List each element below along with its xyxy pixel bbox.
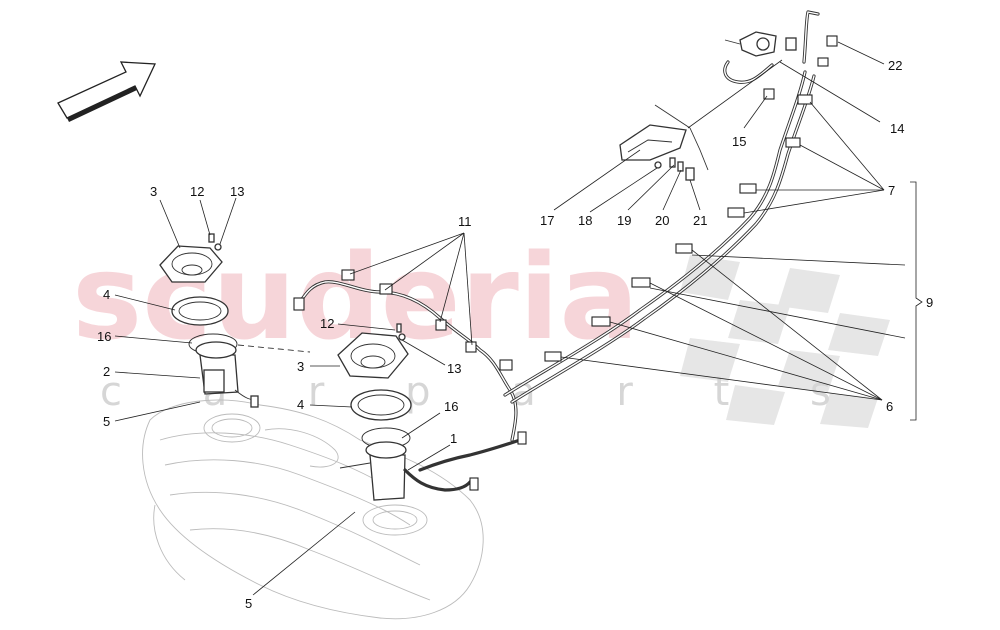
callout-2: 2 (103, 364, 110, 379)
callout-17: 17 (540, 213, 554, 228)
callout-4-center: 4 (297, 397, 304, 412)
line-clips (293, 35, 838, 491)
callout-4-left: 4 (103, 287, 110, 302)
callout-18: 18 (578, 213, 592, 228)
right-fuel-pump-assembly (337, 323, 412, 501)
callout-16-center: 16 (444, 399, 458, 414)
callout-1: 1 (450, 431, 457, 446)
callout-labels: 3 12 13 4 16 2 5 12 3 13 4 16 1 5 11 17 … (97, 58, 933, 611)
callout-9: 9 (926, 295, 933, 310)
callout-20: 20 (655, 213, 669, 228)
fuel-lines (296, 10, 820, 492)
callout-16-left: 16 (97, 329, 111, 344)
callout-13-top-left: 13 (230, 184, 244, 199)
callout-11: 11 (458, 214, 472, 229)
callout-13-center: 13 (447, 361, 461, 376)
callout-6: 6 (886, 399, 893, 414)
callout-3-center: 3 (297, 359, 304, 374)
direction-arrow-icon (57, 61, 156, 122)
callout-7: 7 (888, 183, 895, 198)
leader-lines (114, 41, 906, 596)
callout-3-top-left: 3 (150, 184, 157, 199)
left-fuel-pump-assembly (159, 233, 311, 408)
callout-5-left: 5 (103, 414, 110, 429)
callout-12-top-left: 12 (190, 184, 204, 199)
callout-14: 14 (890, 121, 904, 136)
pressure-sensor (724, 31, 797, 57)
callout-15: 15 (732, 134, 746, 149)
fuel-tank (142, 399, 484, 620)
callout-22: 22 (888, 58, 902, 73)
callout-19: 19 (617, 213, 631, 228)
callout-12-center: 12 (320, 316, 334, 331)
mounting-bracket (619, 104, 709, 181)
callout-5-bottom: 5 (245, 596, 252, 611)
callout-21: 21 (693, 213, 707, 228)
checkered-flag-watermark (680, 255, 890, 428)
